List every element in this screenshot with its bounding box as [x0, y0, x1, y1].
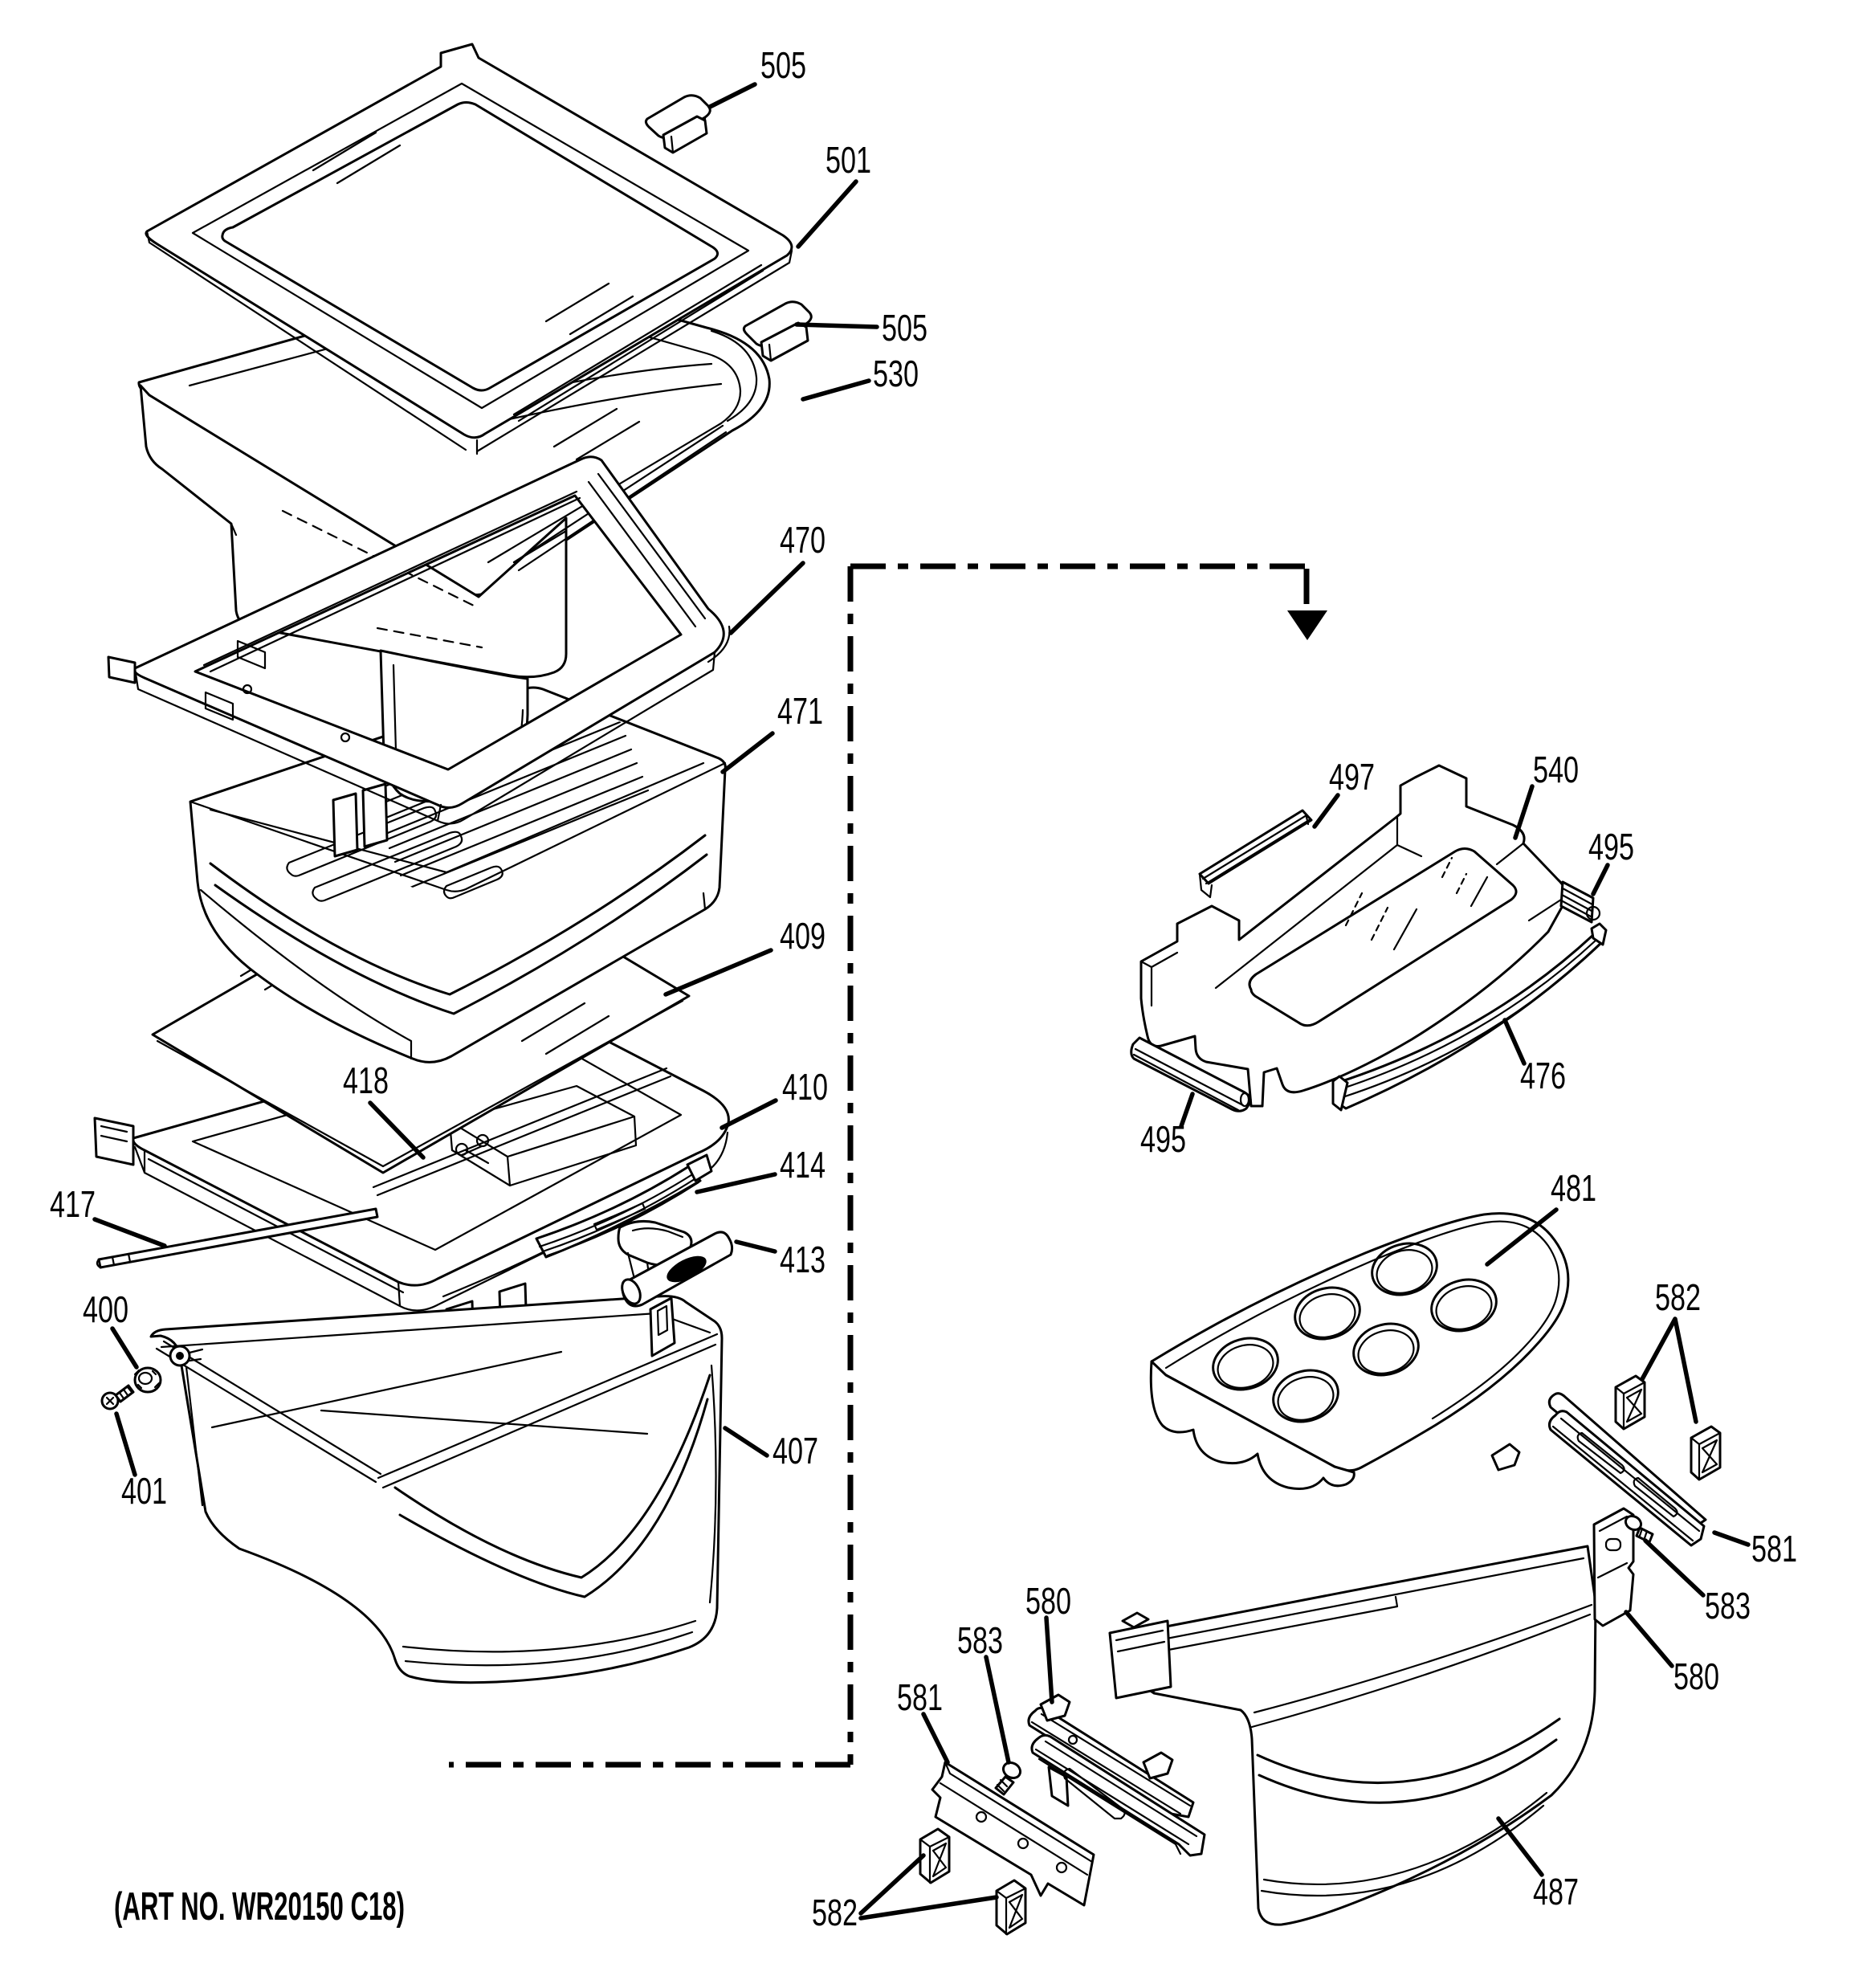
svg-text:540: 540 — [1533, 749, 1579, 790]
svg-text:495: 495 — [1588, 826, 1634, 867]
svg-text:505: 505 — [882, 307, 927, 349]
svg-text:471: 471 — [777, 690, 823, 732]
svg-text:418: 418 — [343, 1059, 389, 1101]
svg-text:505: 505 — [760, 44, 806, 86]
svg-text:580: 580 — [1025, 1580, 1071, 1622]
svg-text:476: 476 — [1520, 1055, 1566, 1096]
svg-text:410: 410 — [782, 1066, 828, 1108]
svg-text:417: 417 — [50, 1183, 96, 1225]
svg-text:409: 409 — [780, 915, 826, 957]
svg-text:481: 481 — [1551, 1167, 1596, 1209]
svg-text:581: 581 — [1751, 1528, 1797, 1570]
svg-text:501: 501 — [826, 139, 871, 181]
svg-text:495: 495 — [1140, 1118, 1186, 1160]
svg-text:400: 400 — [83, 1288, 128, 1330]
svg-text:583: 583 — [1705, 1585, 1751, 1627]
svg-text:470: 470 — [780, 519, 826, 561]
svg-text:581: 581 — [897, 1676, 943, 1718]
svg-text:582: 582 — [812, 1892, 858, 1933]
svg-text:497: 497 — [1329, 756, 1375, 798]
svg-text:582: 582 — [1655, 1276, 1701, 1318]
svg-text:487: 487 — [1533, 1871, 1579, 1912]
svg-text:530: 530 — [873, 353, 919, 394]
svg-text:407: 407 — [773, 1430, 818, 1472]
svg-text:414: 414 — [780, 1144, 826, 1186]
svg-text:401: 401 — [121, 1470, 167, 1512]
svg-text:583: 583 — [957, 1619, 1003, 1661]
svg-text:(ART NO. WR20150 C18): (ART NO. WR20150 C18) — [114, 1885, 405, 1929]
svg-text:580: 580 — [1673, 1655, 1719, 1697]
svg-text:413: 413 — [780, 1239, 826, 1280]
